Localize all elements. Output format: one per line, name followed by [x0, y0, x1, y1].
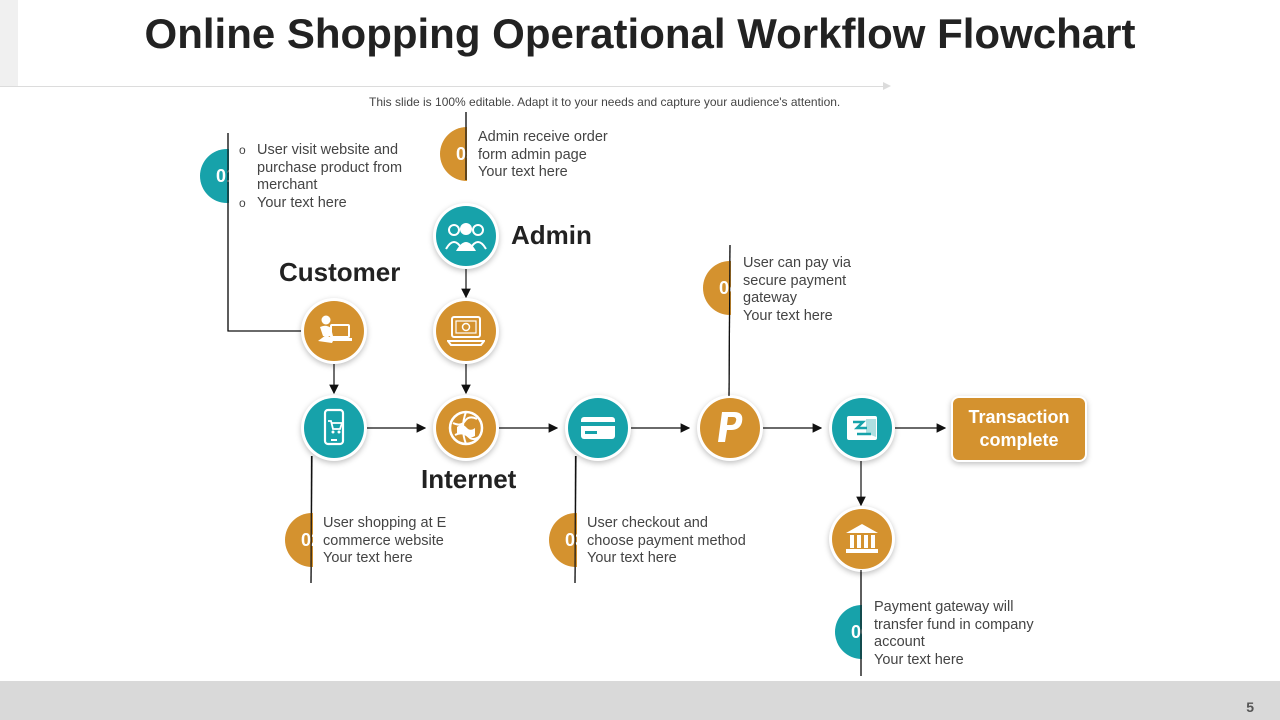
corner-accent	[0, 0, 18, 86]
internet-label: Internet	[421, 464, 517, 494]
mobile-cart-icon	[304, 398, 364, 458]
title-divider	[0, 86, 885, 87]
admin-laptop-icon	[436, 301, 496, 361]
payment-gateway-icon	[832, 398, 892, 458]
page-title: Online Shopping Operational Workflow Flo…	[144, 10, 1136, 57]
step-01-text: User visit website and purchase product …	[239, 142, 402, 212]
customer-laptop-icon	[304, 301, 364, 361]
page-number: 5	[1246, 699, 1254, 715]
step-01-bullet-2: Your text here	[239, 195, 402, 213]
paypal-icon	[700, 398, 760, 458]
step-01-bullet-1: User visit website and purchase product …	[239, 142, 402, 195]
footer-bar	[0, 681, 1280, 720]
globe-icon	[436, 398, 496, 458]
credit-card-icon	[568, 398, 628, 458]
admin-label: Admin	[511, 220, 592, 250]
transaction-complete-box: Transaction complete	[953, 398, 1085, 460]
admin-group-icon	[436, 206, 496, 266]
transaction-complete-line2: complete	[979, 430, 1059, 450]
divider-arrow-tip	[883, 82, 891, 90]
transaction-complete-line1: Transaction	[968, 407, 1070, 427]
subtitle: This slide is 100% editable. Adapt it to…	[369, 95, 841, 109]
bank-icon	[832, 509, 892, 569]
customer-label: Customer	[279, 257, 401, 287]
